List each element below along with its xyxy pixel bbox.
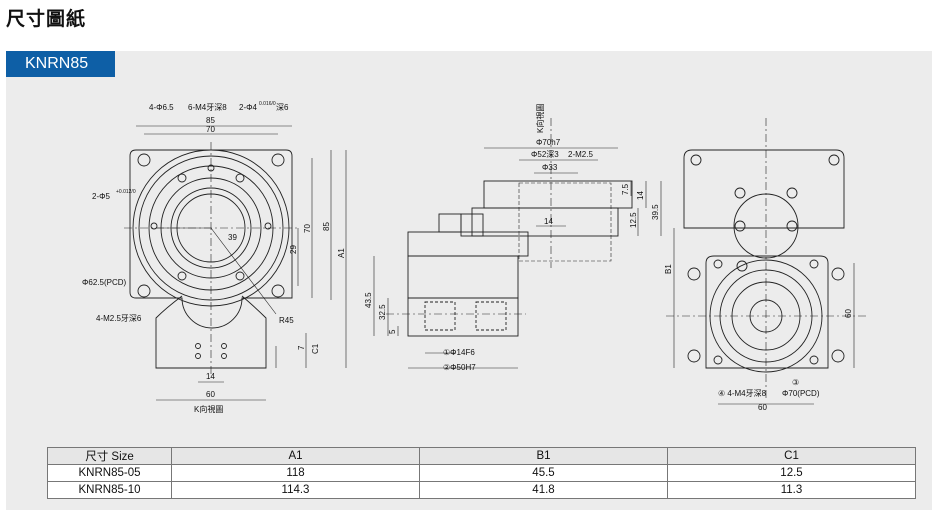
front-holes-c-label: 2-Φ4 [239,103,257,112]
side-v435: 43.5 [364,292,373,308]
row-b1: 45.5 [419,464,668,482]
right-b1: B1 [664,264,673,274]
row-a1: 118 [171,464,420,482]
right-pcd: Φ70(PCD) [782,389,820,398]
row-model: KNRN85-10 [47,481,172,499]
front-side-hole-tol: +0.012/0 [116,189,136,195]
front-v7: 7 [297,345,306,350]
front-holes-c-tol: 0.016/0 [259,101,276,107]
row-a1: 114.3 [171,481,420,499]
table-row: KNRN85-05 118 45.5 12.5 [47,464,916,482]
side-v125: 12.5 [629,212,638,228]
right-h60: 60 [758,403,767,412]
side-d52: Φ52深3 [531,150,559,159]
front-side-hole: 2-Φ5 [92,192,110,201]
front-view-label: K向視圖 [194,404,223,414]
front-holes-a-label: 4-Φ6.5 [149,103,174,112]
front-c1: C1 [311,343,320,354]
right-tap: ④ 4-M4牙深8 [718,389,767,398]
row-c1: 12.5 [667,464,916,482]
front-pcd: Φ62.5(PCD) [82,278,127,287]
row-model: KNRN85-05 [47,464,172,482]
side-view-label: K向視圖 [535,104,545,133]
front-a1: A1 [337,248,346,258]
drawing-panel [6,51,932,510]
right-view [666,118,866,405]
side-d50h7: ②Φ50H7 [443,363,476,372]
front-h14: 14 [206,372,215,381]
side-v395: 39.5 [651,204,660,220]
header-b1: B1 [419,447,668,465]
side-d70h7: Φ70h7 [536,138,561,147]
side-d14f6: ①Φ14F6 [443,348,475,357]
front-v85: 85 [322,222,331,231]
front-tap: 4-M2.5牙深6 [96,314,142,323]
size-table: 尺寸 Size A1 B1 C1 KNRN85-05 118 45.5 12.5… [47,447,916,499]
front-h60: 60 [206,390,215,399]
side-v14: 14 [636,191,645,200]
side-view [373,118,662,369]
header-size: 尺寸 Size [47,447,172,465]
front-dim-85: 85 [206,116,215,125]
front-holes-b-label: 6-M4牙深8 [188,103,227,112]
front-dim-39: 39 [228,233,237,242]
front-holes-c-depth: 深6 [276,103,289,112]
side-h14: 14 [544,217,553,226]
front-r45: R45 [279,316,294,325]
side-v5: 5 [388,329,397,334]
row-b1: 41.8 [419,481,668,499]
dimension-drawing: 4-Φ6.5 6-M4牙深8 2-Φ4 0.016/0 深6 85 70 2-Φ… [82,101,866,414]
table-row: KNRN85-10 114.3 41.8 11.3 [47,481,916,499]
model-tab: KNRN85 [6,51,115,77]
front-v70: 70 [303,224,312,233]
page-title: 尺寸圖紙 [6,8,87,30]
side-v325: 32.5 [378,304,387,320]
side-v75: 7.5 [621,183,630,195]
side-d33: Φ33 [542,163,558,172]
header-a1: A1 [171,447,420,465]
header-c1: C1 [667,447,916,465]
front-view [124,125,347,401]
row-c1: 11.3 [667,481,916,499]
front-v29: 29 [289,245,298,254]
side-m25: 2-M2.5 [568,150,593,159]
right-pcd-no: ③ [792,378,799,387]
right-v60: 60 [844,309,853,318]
size-table-header: 尺寸 Size A1 B1 C1 [47,447,916,465]
front-dim-70: 70 [206,125,215,134]
